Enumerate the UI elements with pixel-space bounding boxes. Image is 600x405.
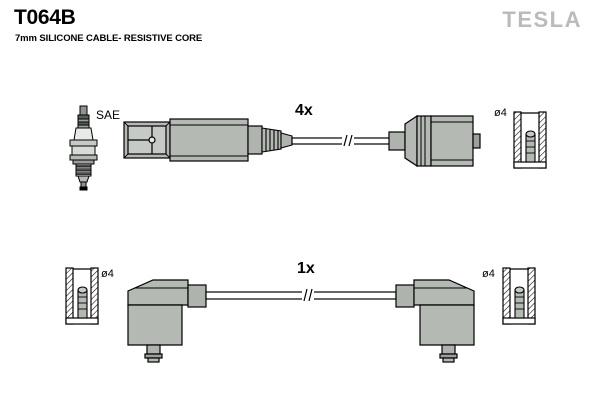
sae-label: SAE xyxy=(96,108,120,122)
top-terminal-cross-section xyxy=(513,111,547,169)
cable-bellows xyxy=(261,127,293,153)
left-terminal-endview xyxy=(123,121,171,159)
left-right-angle-boot xyxy=(127,279,207,363)
bottom-right-terminal-cross-section xyxy=(502,267,536,325)
spark-plug-icon xyxy=(69,105,98,191)
angled-lead-assembly: ø4 xyxy=(65,260,536,363)
part-description: 7mm SILICONE CABLE- RESISTIVE CORE xyxy=(15,33,203,44)
quantity-label-top: 4x xyxy=(295,102,313,119)
top-ignition-cable xyxy=(291,134,397,147)
left-boot-body xyxy=(169,118,263,162)
quantity-label-bottom: 1x xyxy=(297,260,315,277)
tesla-logo: TESLA xyxy=(502,7,582,32)
diameter-label-bottom-right: ø4 xyxy=(482,268,495,280)
straight-lead-assembly: SAE xyxy=(69,102,547,191)
diameter-label-bottom-left: ø4 xyxy=(101,268,114,280)
right-straight-connector xyxy=(388,114,481,168)
bottom-ignition-cable xyxy=(205,288,397,302)
page-title: T064B xyxy=(14,6,76,29)
bottom-left-terminal-cross-section xyxy=(65,267,99,325)
diameter-label-top-right: ø4 xyxy=(494,107,507,119)
right-right-angle-boot xyxy=(395,279,475,363)
